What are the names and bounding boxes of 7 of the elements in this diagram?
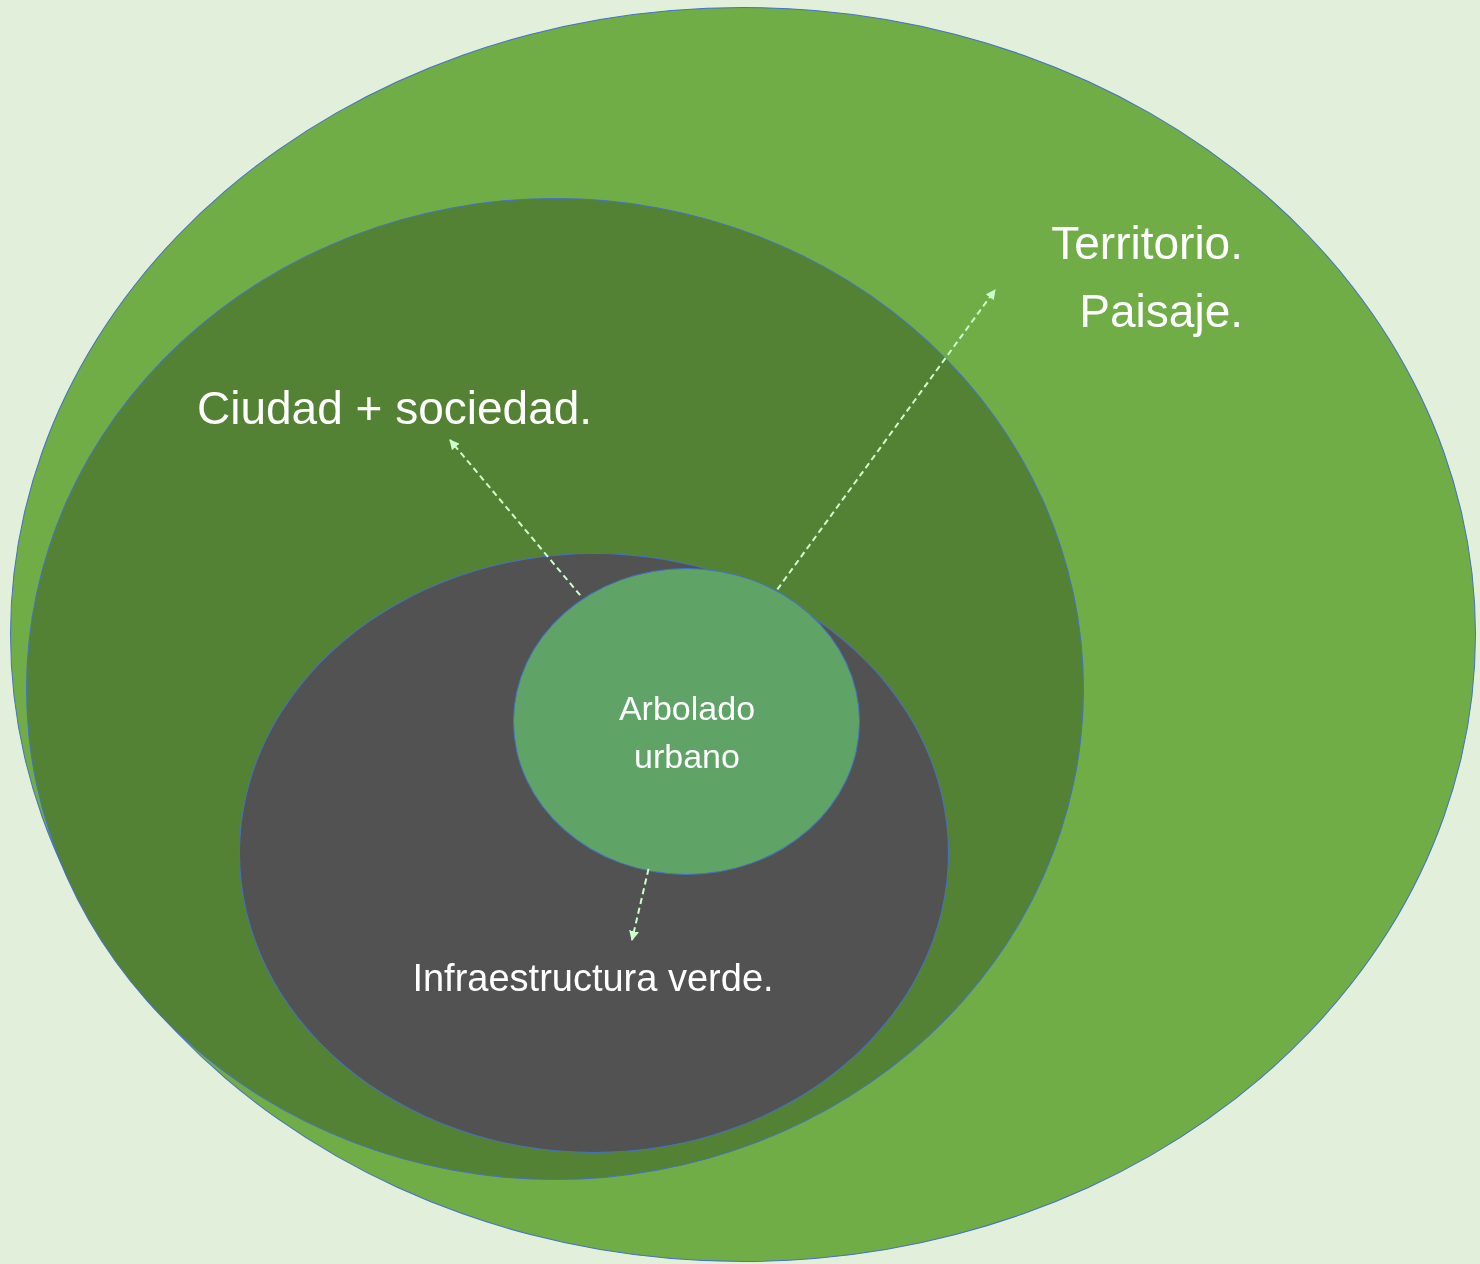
dashed-arrow [776,289,996,591]
ellipse-label: Ciudad + sociedad. [197,381,594,436]
ellipse-label: Arbolado urbano [617,688,757,777]
dashed-arrow [449,439,582,597]
ellipse-label: Territorio. Paisaje. [1050,216,1243,339]
dashed-arrow [629,867,650,941]
ellipse-label: Infraestructura verde. [411,956,775,1001]
